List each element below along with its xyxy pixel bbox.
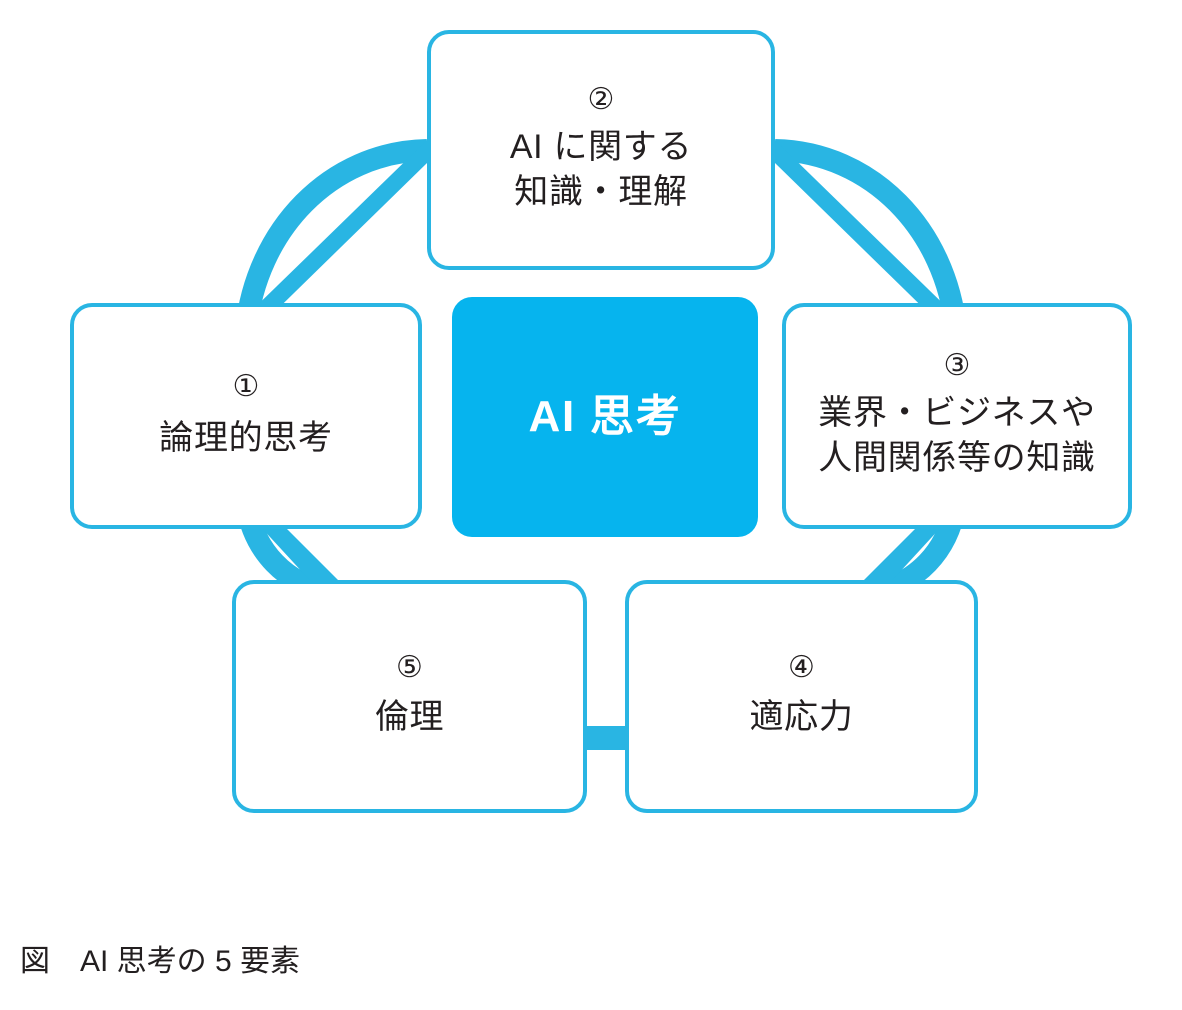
node-index-1: ① bbox=[232, 368, 260, 404]
node-label-ethics: 倫理 bbox=[374, 698, 445, 737]
node-card-ethics[interactable]: ⑤ 倫理 bbox=[232, 580, 587, 813]
node-index-5: ⑤ bbox=[396, 650, 423, 686]
arc-top-to-right bbox=[774, 139, 967, 332]
link-bottomleft-to-bottomright bbox=[580, 726, 630, 750]
node-index-2: ② bbox=[587, 82, 615, 118]
node-card-ai-knowledge[interactable]: ② AI に関する 知識・理解 bbox=[427, 30, 775, 270]
node-label-industry-business-knowledge: 業界・ビジネスや 人間関係等の知識 bbox=[818, 394, 1096, 477]
node-label-logical-thinking: 論理的思考 bbox=[159, 418, 333, 457]
node-card-industry-business-knowledge[interactable]: ③ 業界・ビジネスや 人間関係等の知識 bbox=[782, 303, 1132, 529]
center-card-ai-thinking[interactable]: AI 思考 bbox=[452, 297, 758, 537]
arc-top-to-left bbox=[235, 139, 428, 332]
arc-top-to-right-taper bbox=[775, 140, 964, 336]
node-card-logical-thinking[interactable]: ① 論理的思考 bbox=[70, 303, 422, 529]
node-label-adaptability: 適応力 bbox=[749, 698, 854, 737]
center-card-label: AI 思考 bbox=[528, 391, 682, 441]
node-card-adaptability[interactable]: ④ 適応力 bbox=[625, 580, 978, 813]
figure-caption: 図 AI 思考の 5 要素 bbox=[20, 945, 301, 978]
node-label-ai-knowledge: AI に関する 知識・理解 bbox=[509, 128, 693, 211]
node-index-4: ④ bbox=[788, 650, 815, 686]
node-index-3: ③ bbox=[943, 348, 971, 384]
arc-top-to-left-taper bbox=[238, 140, 427, 336]
